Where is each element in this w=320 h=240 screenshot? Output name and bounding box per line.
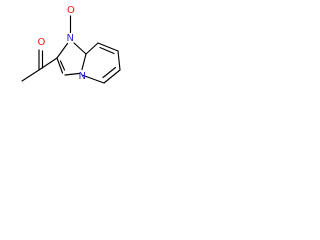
bond-c5-c6-inner — [99, 46, 115, 55]
acetyl-oxygen-label: O — [38, 37, 46, 48]
bond-c8-c8a — [81, 74, 105, 84]
molecule-canvas: O O N N — [0, 0, 168, 109]
structure-diagram: O O N N — [21, 5, 121, 84]
bond-n1-c2 — [56, 57, 64, 74]
bond-carbonyl-ring — [38, 57, 58, 71]
bond-c8a-n1 — [64, 72, 80, 76]
bond-n4-c8a — [81, 53, 87, 71]
bond-layer — [21, 15, 121, 84]
bond-n4-c5 — [85, 42, 99, 55]
bond-c2-n1-inner — [59, 60, 66, 71]
bond-methyl-carbonyl — [21, 69, 40, 82]
bond-c2-n3 — [56, 42, 69, 59]
n-oxide-oxygen-label: O — [67, 5, 75, 16]
ring-nitrogen-bottom-label: N — [79, 71, 86, 82]
bond-c5-c6 — [97, 42, 119, 52]
bond-c7-c8-inner — [102, 66, 117, 79]
atom-label-layer: O O N N — [38, 5, 86, 82]
bond-c6-c7 — [117, 50, 121, 71]
ring-nitrogen-top-label: N — [67, 33, 74, 44]
bond-c7-c8 — [103, 69, 121, 84]
bond-n3-n4 — [73, 42, 87, 55]
